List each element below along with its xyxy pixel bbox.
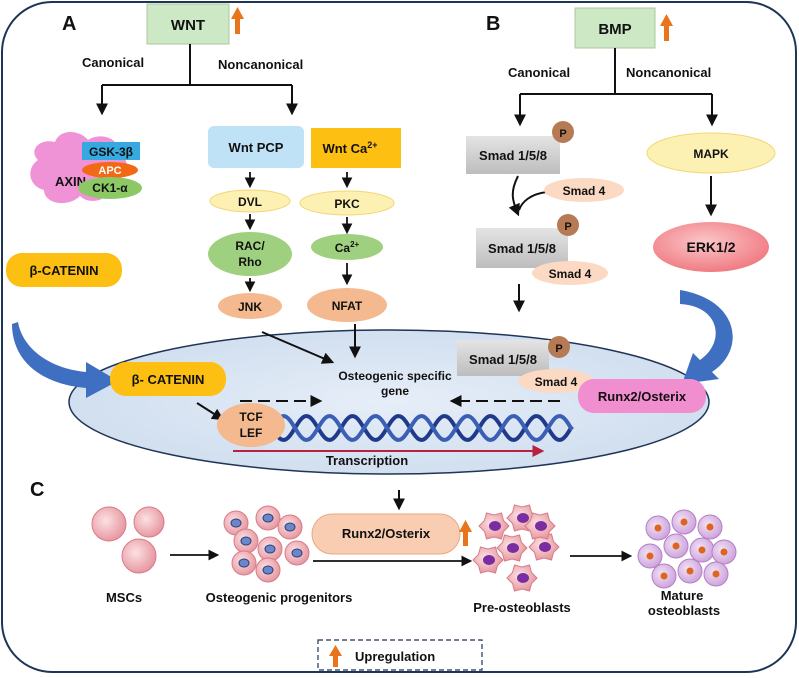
- phospho-label-2: P: [564, 221, 571, 233]
- rac-label: RAC/: [235, 239, 265, 253]
- mapk-label: MAPK: [693, 147, 729, 161]
- wnt-box: [146, 3, 230, 45]
- pkc-oval: [299, 190, 395, 216]
- smad4-oval-3: [518, 369, 594, 393]
- smad4-oval-2: [532, 261, 608, 285]
- wnt-ca-box: [311, 128, 401, 168]
- rho-label: Rho: [238, 255, 261, 269]
- apc-label: APC: [98, 165, 121, 177]
- bmp-box: [574, 7, 656, 49]
- gene-label-line2: gene: [381, 384, 409, 398]
- jnk-label: JNK: [238, 300, 262, 314]
- runx2-nucleus-label: Runx2/Osterix: [598, 389, 687, 404]
- dna-strand-1: [224, 413, 574, 443]
- panel-label-b: B: [486, 13, 500, 35]
- legend-label: Upregulation: [355, 649, 435, 664]
- bmp-canonical-label: Canonical: [508, 65, 570, 80]
- ck1-oval: [78, 177, 142, 199]
- dna-strand-2: [224, 413, 574, 443]
- runx2-differentiation-box: [311, 513, 461, 555]
- smad4-label-2: Smad 4: [549, 267, 592, 281]
- tcf-label: TCF: [239, 410, 262, 424]
- beta-catenin-nucleus-label: β- CATENIN: [132, 372, 205, 387]
- left-curved-arrow: [12, 322, 118, 398]
- smad158-label-3: Smad 1/5/8: [469, 352, 537, 367]
- progenitors-label: Osteogenic progenitors: [206, 590, 353, 605]
- phospho-label-1: P: [559, 128, 566, 140]
- beta-catenin-cytoplasm-label: β-CATENIN: [29, 263, 98, 278]
- panel-label-c: C: [30, 479, 44, 501]
- mscs-cells: [91, 506, 165, 574]
- wnt-label: WNT: [171, 17, 205, 34]
- bmp-upregulation-arrow-icon: [660, 14, 673, 41]
- wnt-canonical-label: Canonical: [82, 55, 144, 70]
- gsk3b-label: GSK-3β: [89, 145, 133, 159]
- panel-label-a: A: [62, 13, 76, 35]
- pkc-label: PKC: [334, 197, 360, 211]
- nfat-oval: [307, 288, 387, 322]
- transcription-label: Transcription: [326, 453, 408, 468]
- lef-label: LEF: [240, 426, 263, 440]
- tcf-lef-oval: [217, 403, 285, 447]
- phospho-circle-3: [548, 336, 570, 358]
- nfat-label: NFAT: [332, 299, 363, 313]
- dvl-oval: [209, 189, 291, 213]
- beta-catenin-nucleus-box: [110, 362, 226, 396]
- gsk3b-box: [82, 142, 140, 160]
- mature-osteoblast-cells: [637, 509, 737, 589]
- ca2-oval: [311, 234, 383, 260]
- legend-upregulation-arrow-icon: [329, 645, 342, 667]
- wnt-pcp-label: Wnt PCP: [229, 140, 284, 155]
- runx2-differentiation-label: Runx2/Osterix: [342, 526, 431, 541]
- ca2-label: Ca2+: [335, 240, 360, 255]
- mature-label-line1: Mature: [661, 588, 704, 603]
- mature-label-line2: osteoblasts: [648, 603, 720, 618]
- wnt-ca-label: Wnt Ca2+: [322, 140, 377, 156]
- mscs-label: MSCs: [106, 590, 142, 605]
- runx2-nucleus-box: [578, 379, 706, 413]
- gene-label-line1: Osteogenic specific: [338, 369, 452, 383]
- smad4-oval-1: [544, 178, 624, 202]
- jnk-oval: [218, 293, 282, 319]
- phospho-label-3: P: [555, 343, 562, 355]
- legend-box: [317, 639, 483, 671]
- erk-label: ERK1/2: [686, 239, 735, 255]
- right-curved-arrow: [680, 290, 733, 384]
- phospho-circle-2: [557, 214, 579, 236]
- mapk-oval: [646, 132, 776, 174]
- bmp-noncanonical-label: Noncanonical: [626, 65, 711, 80]
- smad4-label-1: Smad 4: [563, 184, 606, 198]
- pre-osteoblasts-label: Pre-osteoblasts: [473, 600, 571, 615]
- wnt-noncanonical-label: Noncanonical: [218, 57, 303, 72]
- wnt-pcp-box: [208, 126, 304, 168]
- progenitor-cells: [223, 505, 310, 583]
- smad158-box-2: [476, 228, 568, 268]
- smad158-label-2: Smad 1/5/8: [488, 241, 556, 256]
- phospho-circle-1: [552, 121, 574, 143]
- smad158-label-1: Smad 1/5/8: [479, 148, 547, 163]
- beta-catenin-cytoplasm-box: [6, 253, 122, 287]
- apc-oval: [82, 162, 138, 178]
- runx2-upregulation-arrow-icon: [459, 520, 472, 546]
- erk-oval: [653, 222, 769, 272]
- wnt-upregulation-arrow-icon: [231, 7, 244, 34]
- axin-label: AXIN: [55, 174, 86, 189]
- dvl-label: DVL: [238, 195, 262, 209]
- rac-rho-oval: [208, 232, 292, 276]
- smad4-label-3: Smad 4: [535, 375, 578, 389]
- ck1-label: CK1-α: [92, 181, 128, 195]
- smad158-box-3: [457, 340, 549, 376]
- pre-osteoblast-cells: [472, 504, 560, 592]
- smad158-box-1: [466, 136, 560, 174]
- bmp-label: BMP: [598, 21, 631, 38]
